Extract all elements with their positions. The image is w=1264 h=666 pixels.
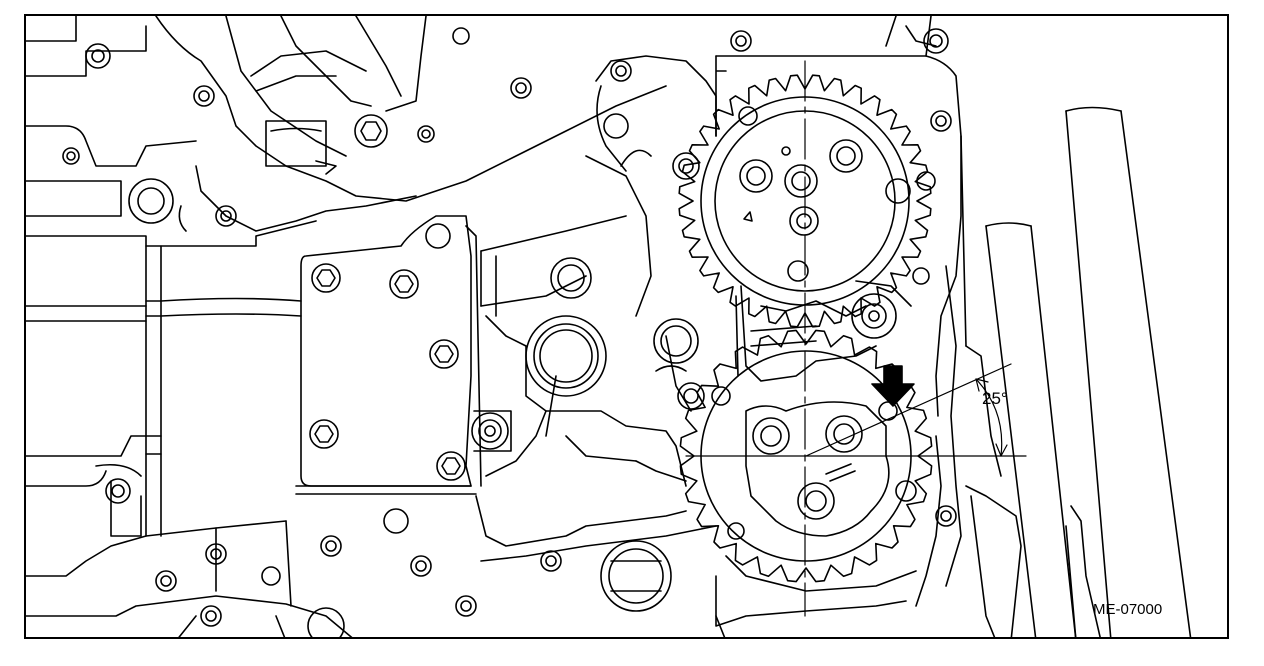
upper-housing — [155, 16, 667, 232]
figure-id-label: ME-07000 — [1093, 601, 1163, 618]
right-rods — [965, 106, 1192, 637]
bolts — [62, 27, 957, 637]
central-housing — [475, 55, 717, 562]
diagram-frame — [24, 14, 1229, 639]
angle-label: 25° — [982, 389, 1008, 408]
engine-block-outline — [26, 16, 353, 637]
cover-plate — [295, 215, 482, 495]
center-lines — [685, 60, 1027, 617]
engine-drawing — [26, 16, 1192, 637]
timing-mark-arrow — [871, 365, 915, 407]
timing-housing — [715, 16, 967, 637]
chain-and-idler — [735, 280, 912, 382]
